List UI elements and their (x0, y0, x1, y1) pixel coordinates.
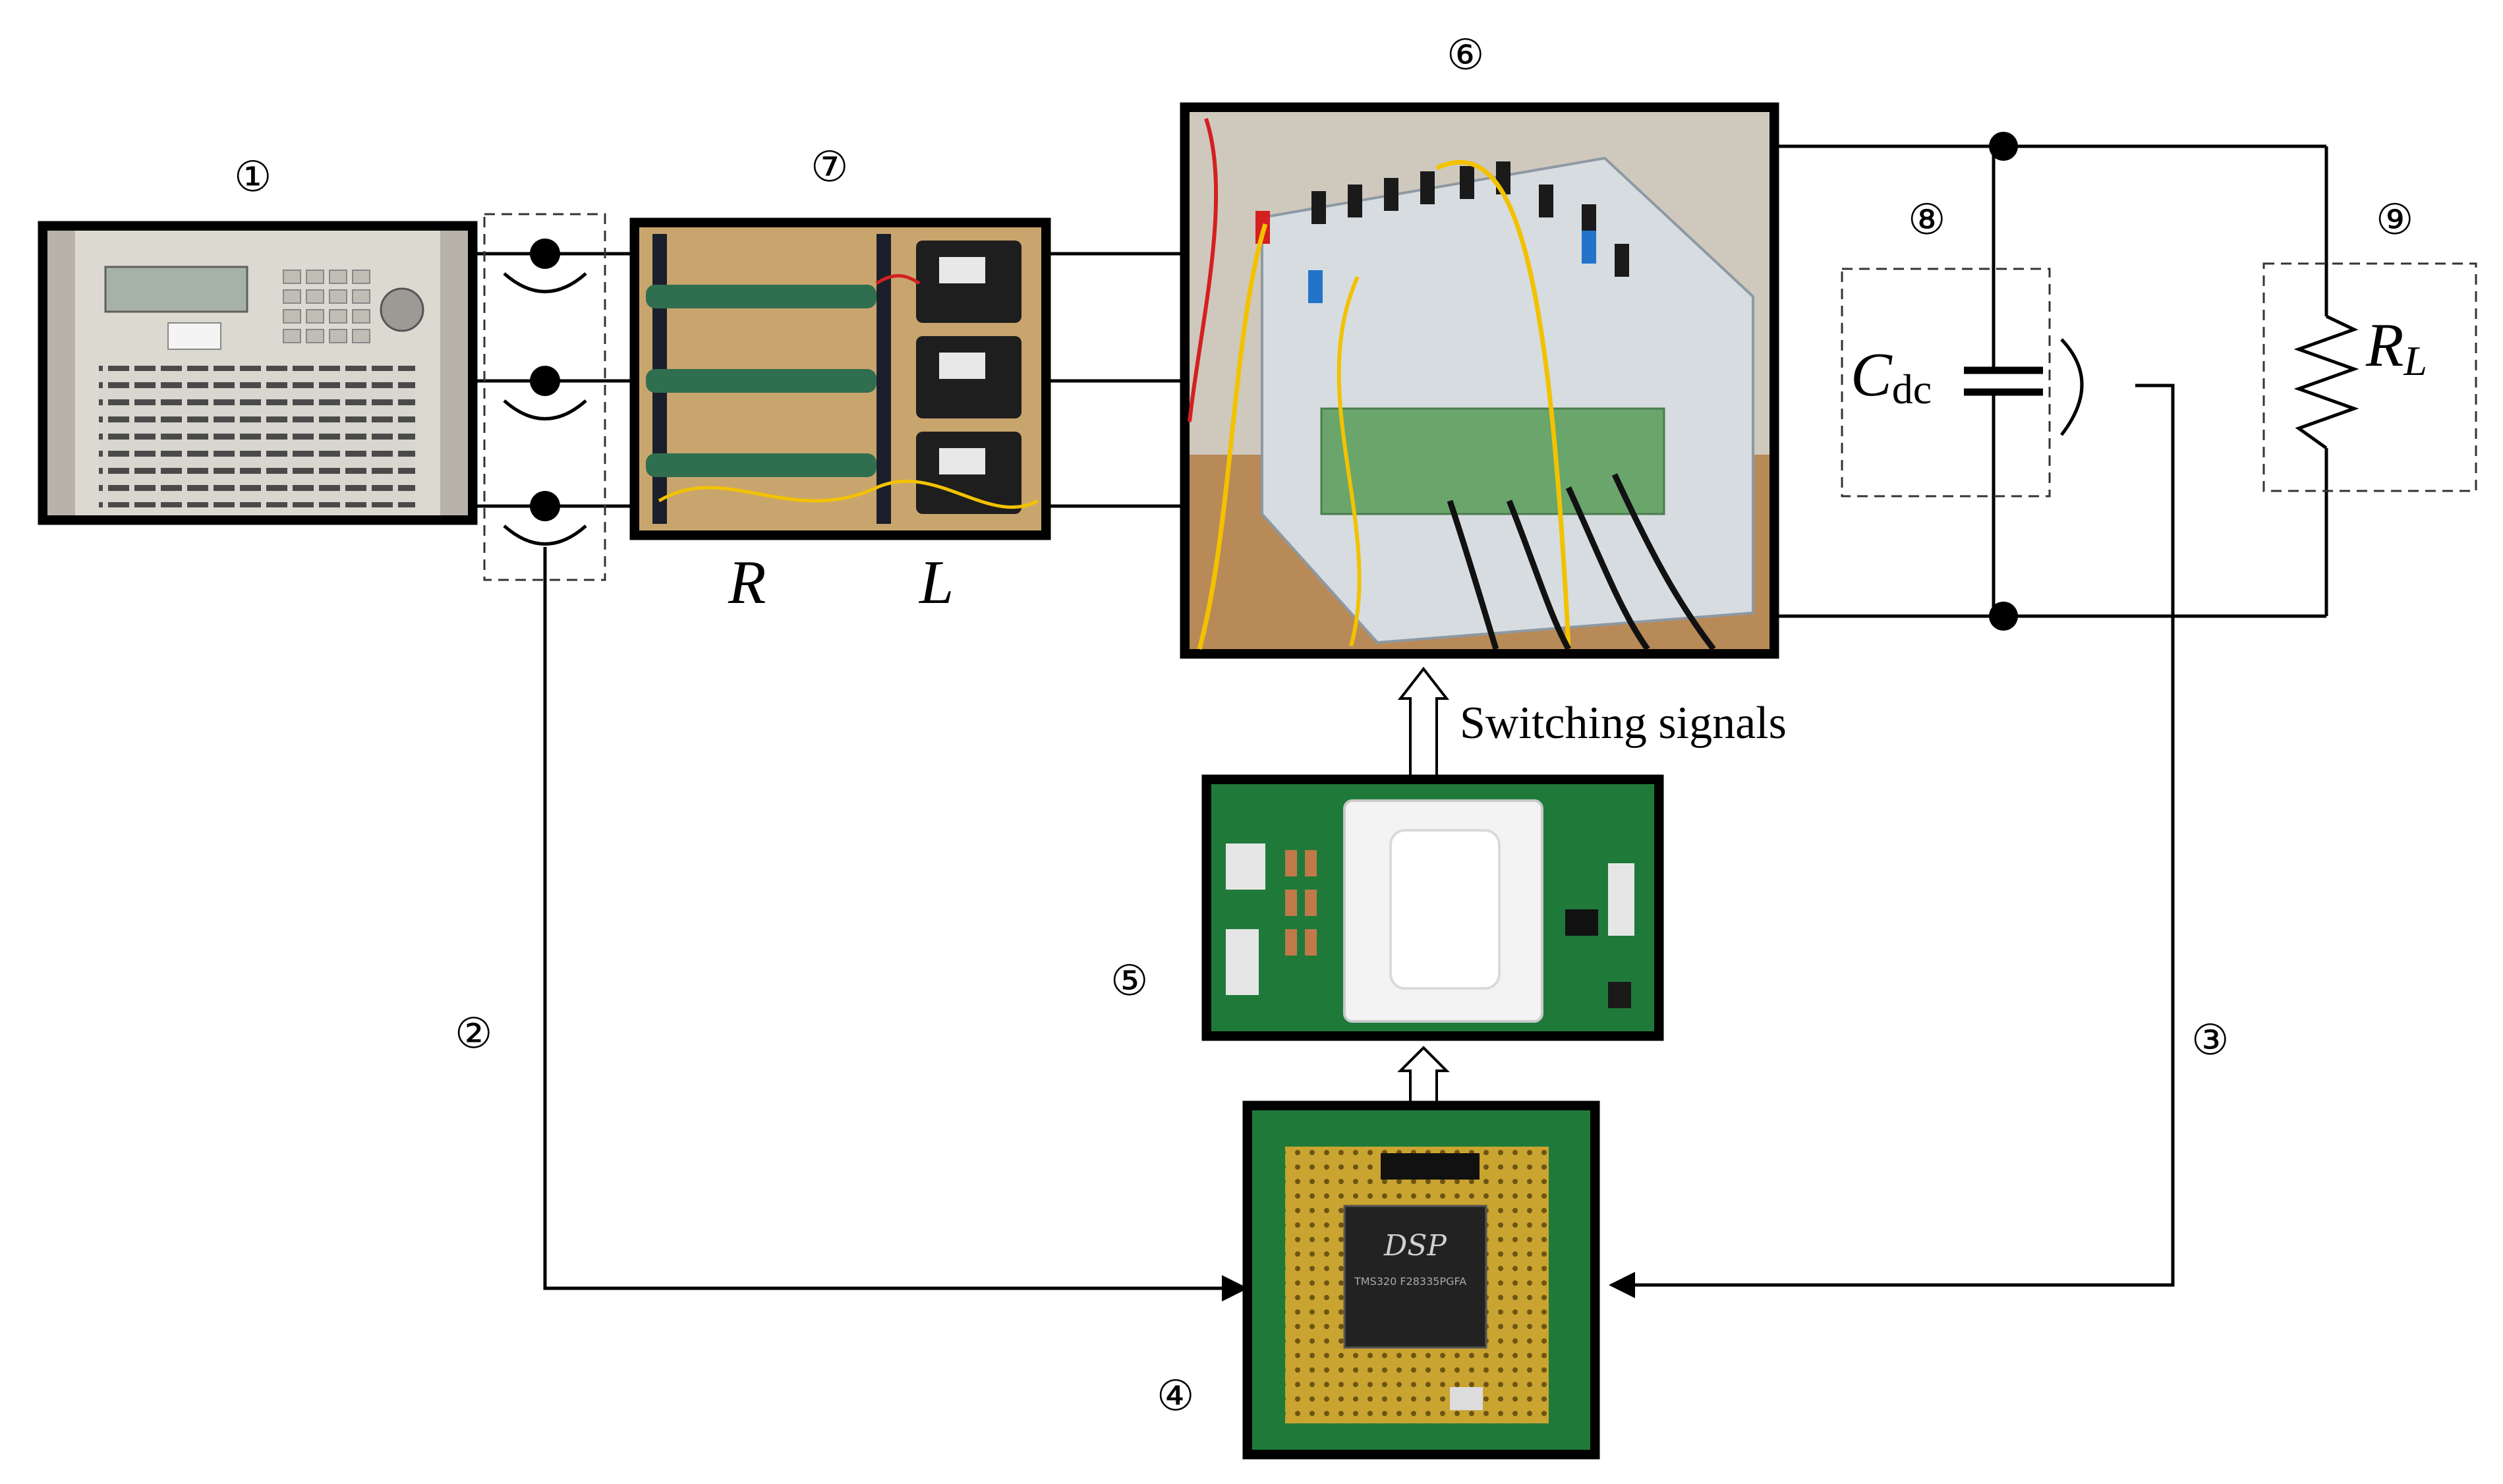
label-number-3: ③ (2191, 1016, 2229, 1065)
converter-wire-red (1188, 118, 1219, 422)
converter-acrylic-case (1261, 156, 1754, 644)
reference-numbers: ① ② ③ ④ ⑤ ⑥ ⑦ ⑧ ⑨ (234, 31, 2413, 1421)
ac-source-handle-left (47, 231, 75, 515)
label-number-9: ⑨ (2376, 196, 2413, 244)
resistor-coil-a (646, 285, 877, 308)
resistor-zigzag-symbol (2293, 314, 2359, 450)
label-number-1: ① (234, 153, 272, 202)
label-number-2: ② (455, 1010, 492, 1058)
sensor-dashed-box (483, 213, 606, 581)
dsp-header (1381, 1153, 1480, 1180)
ac-current-sensing-line (543, 547, 1248, 1301)
load-resistor-group: RL (2262, 262, 2477, 492)
current-sensor-group (483, 213, 606, 581)
inductor-label: L (918, 548, 954, 617)
converter-pcb (1320, 407, 1665, 515)
dsp-usb-connector (1450, 1387, 1483, 1410)
filter-wire-yellow (658, 479, 1039, 509)
ac-source-display (104, 266, 248, 313)
switching-signal-arrow: Switching signals (1397, 666, 1787, 779)
dsp-chip-logo: DSP (1383, 1229, 1447, 1263)
ac-source-label-plate (167, 322, 221, 350)
converter-wire-yellow-1 (1197, 223, 1268, 650)
capacitor-dashed-box (1841, 268, 2051, 498)
dsp-to-fpga-hollow-arrow (1397, 1046, 1450, 1105)
resistor-coil-c (646, 453, 877, 477)
fpga-connector-left-2 (1226, 929, 1259, 995)
label-number-7: ⑦ (811, 143, 848, 192)
switching-signals-label: Switching signals (1460, 698, 1787, 749)
ac-source-knob (380, 287, 424, 332)
ac-source-keypad (283, 270, 370, 343)
rl-filter-rail-right (877, 234, 891, 524)
hollow-arrow-up (1397, 666, 1450, 779)
converter-wire-yellow-2 (1435, 159, 1571, 646)
rl-filter: R L (629, 217, 1051, 617)
load-dashed-box (2262, 262, 2477, 492)
converter-probe-cables (1447, 473, 1716, 651)
sensor-arc-b (503, 399, 587, 420)
dsp-chip-part: TMS320 F28335PGFA (1354, 1275, 1466, 1288)
terminal-blue-2 (1582, 231, 1596, 264)
inductor-label-a (939, 257, 985, 283)
converter-terminals (1311, 161, 1629, 277)
fpga-connector-left (1226, 843, 1265, 890)
ac-source-handle-right (440, 231, 468, 515)
wiring (475, 144, 2328, 1301)
fpga-board (1201, 774, 1664, 1041)
fpga-capacitor (1608, 982, 1631, 1008)
junction-dot (1989, 132, 2018, 161)
sensor-dot-phase-b (530, 366, 560, 396)
load-label: RL (2365, 311, 2427, 384)
sensor-dot-phase-c (530, 491, 560, 521)
junctions (530, 132, 2018, 631)
programmable-ac-source (38, 221, 478, 525)
resistor-label: R (728, 548, 766, 617)
voltage-probe-arc (2060, 338, 2084, 436)
power-converter (1180, 102, 1779, 659)
dc-link-capacitor-group: Cdc (1841, 268, 2084, 498)
dsp-chip (1343, 1205, 1487, 1349)
label-number-8: ⑧ (1908, 196, 1945, 244)
converter-wire-yellow-3 (1337, 275, 1362, 646)
fpga-module-recess (1389, 829, 1501, 990)
resistor-coil-b (646, 369, 877, 393)
ac-source-vent-grill (99, 366, 415, 507)
filter-wire-red (875, 273, 921, 285)
label-number-4: ④ (1157, 1372, 1194, 1421)
dc-voltage-sensing-line (1609, 384, 2175, 1298)
junction-dot (1989, 602, 2018, 631)
inductor-label-c (939, 448, 985, 474)
dsp-board: DSP TMS320 F28335PGFA (1242, 1100, 1600, 1460)
sensor-dot-phase-a (530, 239, 560, 269)
terminal-blue (1308, 270, 1323, 303)
label-number-5: ⑤ (1110, 957, 1148, 1006)
fpga-resistors (1285, 850, 1317, 956)
fpga-ic (1565, 909, 1598, 936)
label-number-6: ⑥ (1447, 31, 1484, 80)
fpga-connector-right (1608, 863, 1634, 936)
sensor-arc-a (503, 272, 587, 293)
inductor-label-b (939, 353, 985, 379)
sensor-arc-c (503, 525, 587, 546)
capacitor-label: Cdc (1851, 341, 1932, 413)
